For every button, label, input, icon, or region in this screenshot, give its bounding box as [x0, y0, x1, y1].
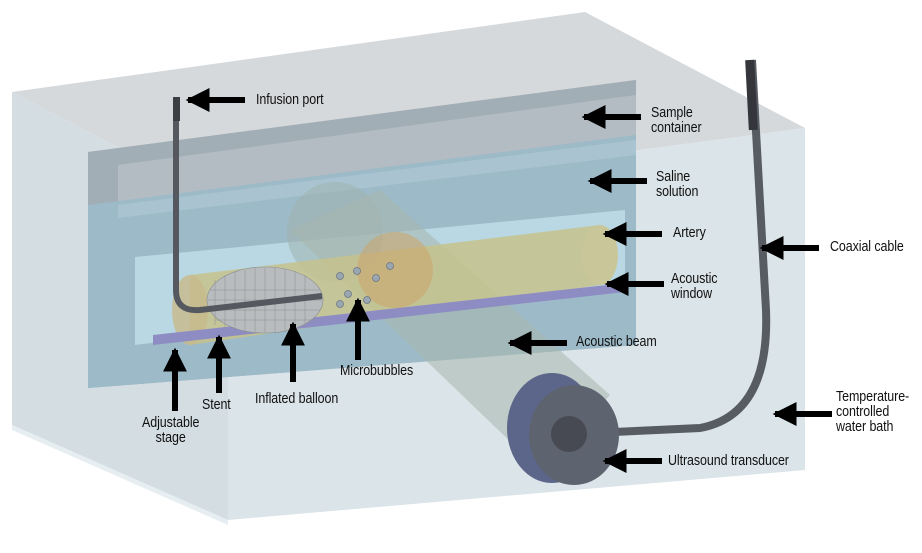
label-temperature-bath: Temperature- controlled water bath	[836, 389, 910, 435]
label-stent: Stent	[202, 397, 231, 413]
coaxial-cable	[569, 59, 771, 438]
microbubble	[353, 267, 361, 275]
label-coaxial-cable: Coaxial cable	[830, 239, 904, 255]
label-adjustable-stage: Adjustable stage	[142, 415, 200, 446]
annotation-arrows	[185, 88, 832, 473]
microbubble	[363, 296, 371, 304]
coaxial-cable-top	[745, 59, 758, 131]
label-ultrasound-transducer: Ultrasound transducer	[668, 453, 789, 469]
ultrasound-transducer	[507, 373, 619, 485]
sample-container-front	[118, 95, 636, 205]
stent-mesh	[208, 268, 322, 333]
microbubble	[386, 262, 394, 270]
infusion-port-tip	[173, 97, 180, 121]
label-infusion-port: Infusion port	[256, 92, 324, 108]
microbubble	[336, 300, 344, 308]
label-acoustic-beam: Acoustic beam	[576, 334, 657, 350]
microbubble	[372, 274, 380, 282]
water-bath-lower-left	[12, 425, 228, 525]
transducer-center	[551, 416, 587, 452]
saline-top	[118, 140, 636, 218]
label-microbubbles: Microbubbles	[340, 363, 414, 379]
label-saline-solution: Saline solution	[656, 169, 699, 200]
label-inflated-balloon: Inflated balloon	[255, 391, 339, 407]
label-sample-container: Sample container	[651, 105, 702, 136]
artery-cross-section	[357, 232, 433, 308]
label-artery: Artery	[673, 225, 706, 241]
label-acoustic-window: Acoustic window	[671, 271, 718, 302]
microbubble	[344, 290, 352, 298]
microbubble	[336, 272, 344, 280]
annotation-arrows-up	[163, 297, 370, 411]
infusion-tube	[173, 98, 323, 314]
